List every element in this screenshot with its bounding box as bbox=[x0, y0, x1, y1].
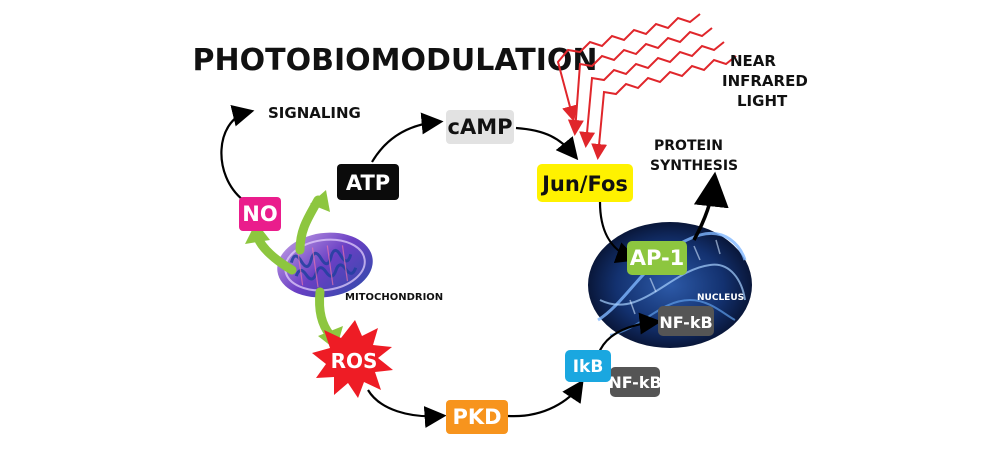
protein-label: PROTEIN bbox=[654, 138, 723, 154]
jun-fos-node bbox=[537, 164, 633, 202]
infrared-label: INFRARED bbox=[722, 72, 808, 90]
synthesis-label: SYNTHESIS bbox=[650, 158, 738, 174]
atp-node bbox=[337, 164, 399, 200]
no-node bbox=[239, 197, 281, 231]
ikb-node bbox=[565, 350, 611, 382]
near-infrared-light-rays bbox=[556, 13, 737, 160]
nfkb-bottom-node bbox=[610, 367, 660, 397]
camp-node bbox=[446, 110, 514, 144]
diagram-title: PHOTOBIOMODULATION bbox=[193, 43, 598, 78]
ap1-node bbox=[627, 241, 687, 275]
ros-starburst bbox=[312, 320, 393, 398]
nfkb-bottom-label: NF-kB bbox=[608, 373, 661, 392]
black-arrows bbox=[220, 104, 729, 428]
nfkb-nucleus-node bbox=[658, 306, 714, 336]
jun-fos-label: Jun/Fos bbox=[540, 172, 628, 196]
near-label: NEAR bbox=[730, 52, 776, 70]
nfkb-nucleus-label: NF-kB bbox=[659, 313, 712, 332]
nucleus-label: NUCLEUS bbox=[697, 293, 744, 303]
light-label: LIGHT bbox=[737, 92, 788, 110]
atp-label: ATP bbox=[346, 171, 390, 195]
mitochondrion-label: MITOCHONDRION bbox=[345, 292, 443, 303]
ikb-label: IkB bbox=[573, 357, 604, 377]
signaling-label: SIGNALING bbox=[268, 104, 361, 122]
no-label: NO bbox=[242, 202, 277, 226]
ap1-label: AP-1 bbox=[630, 246, 685, 270]
pkd-label: PKD bbox=[452, 405, 501, 429]
camp-label: cAMP bbox=[448, 115, 513, 139]
ros-label: ROS bbox=[331, 349, 378, 373]
pkd-node bbox=[446, 400, 508, 434]
